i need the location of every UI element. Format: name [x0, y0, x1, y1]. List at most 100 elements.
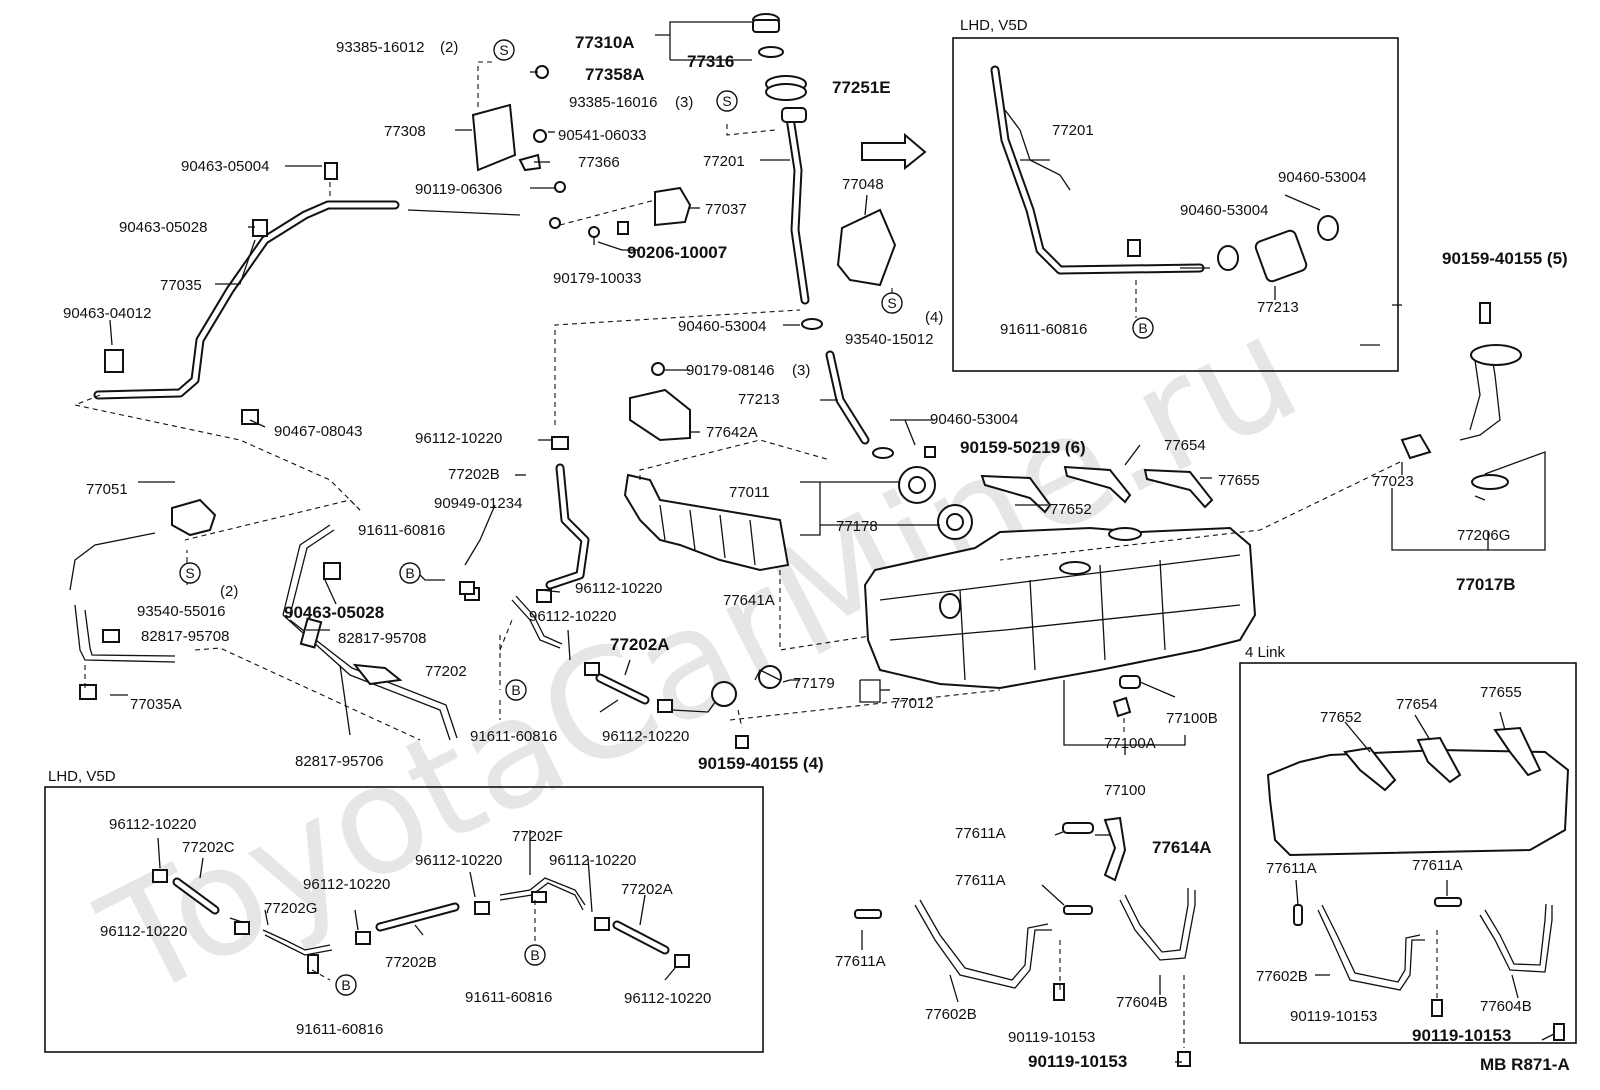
label-bl-96112-10220-c: 96112-10220	[549, 852, 636, 869]
label-90206-10007: 90206-10007	[627, 243, 727, 262]
svg-text:B: B	[405, 565, 414, 581]
label-m-77602B: 77602B	[925, 1006, 977, 1023]
label-77202A: 77202A	[610, 635, 670, 654]
label-m-77611A-b: 77611A	[955, 872, 1006, 889]
label-90159-40155-a: 90159-40155 (5)	[1442, 249, 1568, 268]
gasket-rings-drawing	[898, 446, 973, 540]
label-90463-05028: 90463-05028	[119, 219, 207, 236]
fuel-cap-drawing	[752, 13, 807, 101]
label-tr-90460-53004-a: 90460-53004	[1278, 169, 1366, 186]
label-90541-06033: 90541-06033	[558, 127, 646, 144]
label-96112-10220-c: 96112-10220	[529, 608, 616, 625]
label-77048: 77048	[842, 176, 884, 193]
label-93385-16016: 93385-16016	[569, 94, 657, 111]
svg-text:B: B	[511, 682, 520, 698]
label-77206G: 77206G	[1457, 527, 1510, 544]
label-bl-77202G: 77202G	[264, 900, 317, 917]
label-77017B: 77017B	[1456, 575, 1516, 594]
label-77642A: 77642A	[706, 424, 758, 441]
label-tr-77201: 77201	[1052, 122, 1094, 139]
inset-title-bottom-left: LHD, V5D	[48, 768, 116, 785]
label-77654: 77654	[1164, 437, 1206, 454]
label-90463-05004: 90463-05004	[181, 158, 269, 175]
tank-straps-top-drawing	[980, 465, 1214, 514]
label-77023: 77023	[1372, 473, 1414, 490]
label-77179: 77179	[793, 675, 835, 692]
label-bl-91611-60816-b: 91611-60816	[296, 1021, 383, 1038]
label-tr-91611-60816: 91611-60816	[1000, 321, 1087, 338]
label-br-77611A-a: 77611A	[1266, 860, 1317, 877]
label-77037: 77037	[705, 201, 747, 218]
label-77251E: 77251E	[832, 78, 891, 97]
label-93540-15012: 93540-15012	[845, 331, 933, 348]
label-90467-08043: 90467-08043	[274, 423, 362, 440]
label-bl-96112-10220-a: 96112-10220	[109, 816, 196, 833]
marker-b-5: B	[335, 974, 357, 996]
svg-text:S: S	[185, 565, 194, 581]
part-labels: 93385-16012 (2) 77310A 77316 77358A 7725…	[63, 33, 1570, 1074]
marker-b-1: B	[1132, 317, 1154, 339]
label-77310A: 77310A	[575, 33, 635, 52]
inset-box-top-right	[952, 37, 1399, 372]
label-br-77604B: 77604B	[1480, 998, 1532, 1015]
label-77201: 77201	[703, 153, 745, 170]
label-br-77611A-b: 77611A	[1412, 857, 1463, 874]
marker-s-2: S	[716, 90, 738, 112]
label-77358A: 77358A	[585, 65, 645, 84]
label-qty-3b: (3)	[792, 362, 810, 379]
label-77655: 77655	[1218, 472, 1260, 489]
label-m-77611A-c: 77611A	[835, 953, 886, 970]
svg-text:S: S	[499, 42, 508, 58]
label-90460-53004-b: 90460-53004	[930, 411, 1018, 428]
label-77308: 77308	[384, 123, 426, 140]
label-90159-40155-b: 90159-40155 (4)	[698, 754, 824, 773]
label-90460-53004-a: 90460-53004	[678, 318, 766, 335]
label-90949-01234: 90949-01234	[434, 495, 522, 512]
footer-code: MB R871-A	[1480, 1055, 1570, 1074]
label-bl-96112-10220-f: 96112-10220	[624, 990, 711, 1007]
svg-text:S: S	[887, 295, 896, 311]
label-br-77602B: 77602B	[1256, 968, 1308, 985]
label-bl-77202C: 77202C	[182, 839, 235, 856]
label-96112-10220-a: 96112-10220	[415, 430, 502, 447]
label-90159-50219: 90159-50219 (6)	[960, 438, 1086, 457]
label-m-77611A-a: 77611A	[955, 825, 1006, 842]
label-qty-3a: (3)	[675, 94, 693, 111]
label-77100B: 77100B	[1166, 710, 1218, 727]
label-tr-77213: 77213	[1257, 299, 1299, 316]
fuel-sender-drawing	[1400, 302, 1522, 490]
label-bl-96112-10220-b: 96112-10220	[415, 852, 502, 869]
label-m-90119-10153-a: 90119-10153	[1008, 1029, 1095, 1046]
inset-bottom-right-drawing	[1266, 726, 1570, 1041]
svg-text:B: B	[530, 947, 539, 963]
label-77641A: 77641A	[723, 592, 775, 609]
label-77652: 77652	[1050, 501, 1092, 518]
label-91611-60816-b: 91611-60816	[470, 728, 557, 745]
label-77012: 77012	[892, 695, 934, 712]
label-90179-08146: 90179-08146	[686, 362, 774, 379]
straps-bottom-drawing	[854, 816, 1196, 1067]
hose-77213-drawing	[801, 318, 894, 459]
label-77213: 77213	[738, 391, 780, 408]
label-bl-96112-10220-d: 96112-10220	[303, 876, 390, 893]
direction-arrow-icon	[861, 132, 927, 171]
marker-s-3: S	[881, 292, 903, 314]
part-77100-drawing	[1112, 675, 1141, 718]
label-77051: 77051	[86, 481, 128, 498]
marker-b-2: B	[399, 562, 421, 584]
label-br-77654: 77654	[1396, 696, 1438, 713]
lock-drawing	[588, 186, 692, 238]
label-90463-04012: 90463-04012	[63, 305, 151, 322]
label-77100: 77100	[1104, 782, 1146, 799]
label-qty-2a: (2)	[440, 39, 458, 56]
leader-lines	[73, 21, 1555, 1063]
filler-pipe-drawing	[781, 107, 810, 305]
shield-77642A-drawing	[629, 362, 691, 442]
label-77035A: 77035A	[130, 696, 182, 713]
inset-top-right-drawing	[990, 65, 1339, 283]
label-90119-06306: 90119-06306	[415, 181, 502, 198]
opener-cable-drawing	[93, 162, 561, 425]
label-96112-10220-d: 96112-10220	[602, 728, 689, 745]
svg-text:B: B	[1138, 320, 1147, 336]
